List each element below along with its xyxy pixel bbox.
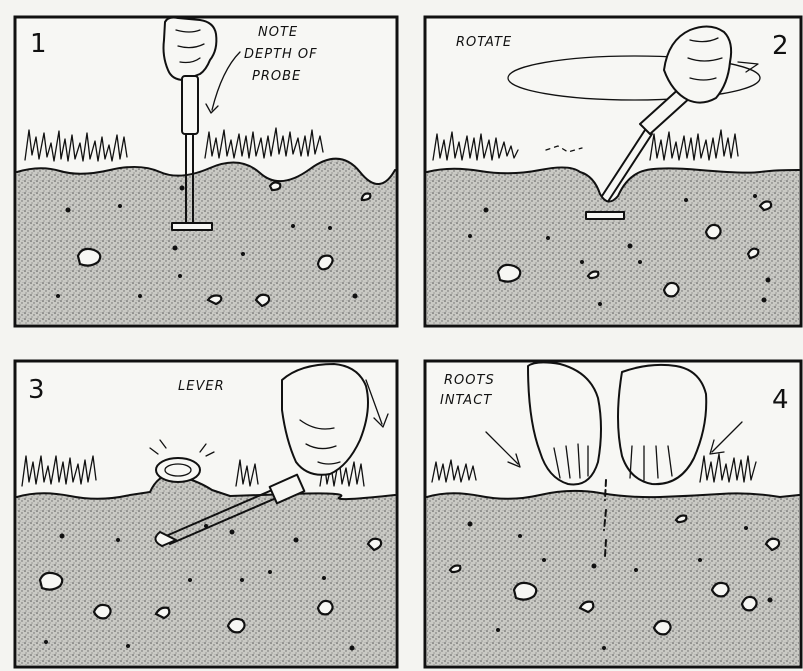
panel-1-probe-handle xyxy=(182,76,198,134)
panel-3: 3 LEVER xyxy=(15,361,397,667)
panel-2: 2 ROTATE xyxy=(425,17,801,326)
panel-4: 4 ROOTS INTACT xyxy=(425,361,801,667)
panel-2-number: 2 xyxy=(772,31,789,61)
panel-3-soil xyxy=(17,475,395,665)
panel-1-probe-tine-bar xyxy=(172,223,212,230)
panel-4-number: 4 xyxy=(772,385,789,415)
panel-1-caption-line-3: PROBE xyxy=(252,69,301,84)
panel-1-caption-line-1: NOTE xyxy=(258,25,298,40)
panel-4-caption-line-1: ROOTS xyxy=(444,373,495,388)
panel-2-tool-tine-bar xyxy=(586,212,624,219)
panel-3-lifted-plug xyxy=(156,458,200,482)
panel-2-caption: ROTATE xyxy=(456,35,512,50)
panel-1-soil xyxy=(17,159,395,324)
panel-1-caption-line-2: DEPTH OF xyxy=(244,47,318,62)
panel-3-number: 3 xyxy=(28,375,45,405)
panel-1-number: 1 xyxy=(30,29,47,59)
panel-1: 1 NOTE DEPTH OF PROBE xyxy=(15,17,397,326)
panel-4-soil xyxy=(427,491,799,665)
panel-3-caption: LEVER xyxy=(178,379,225,394)
panel-4-caption-line-2: INTACT xyxy=(440,393,492,408)
